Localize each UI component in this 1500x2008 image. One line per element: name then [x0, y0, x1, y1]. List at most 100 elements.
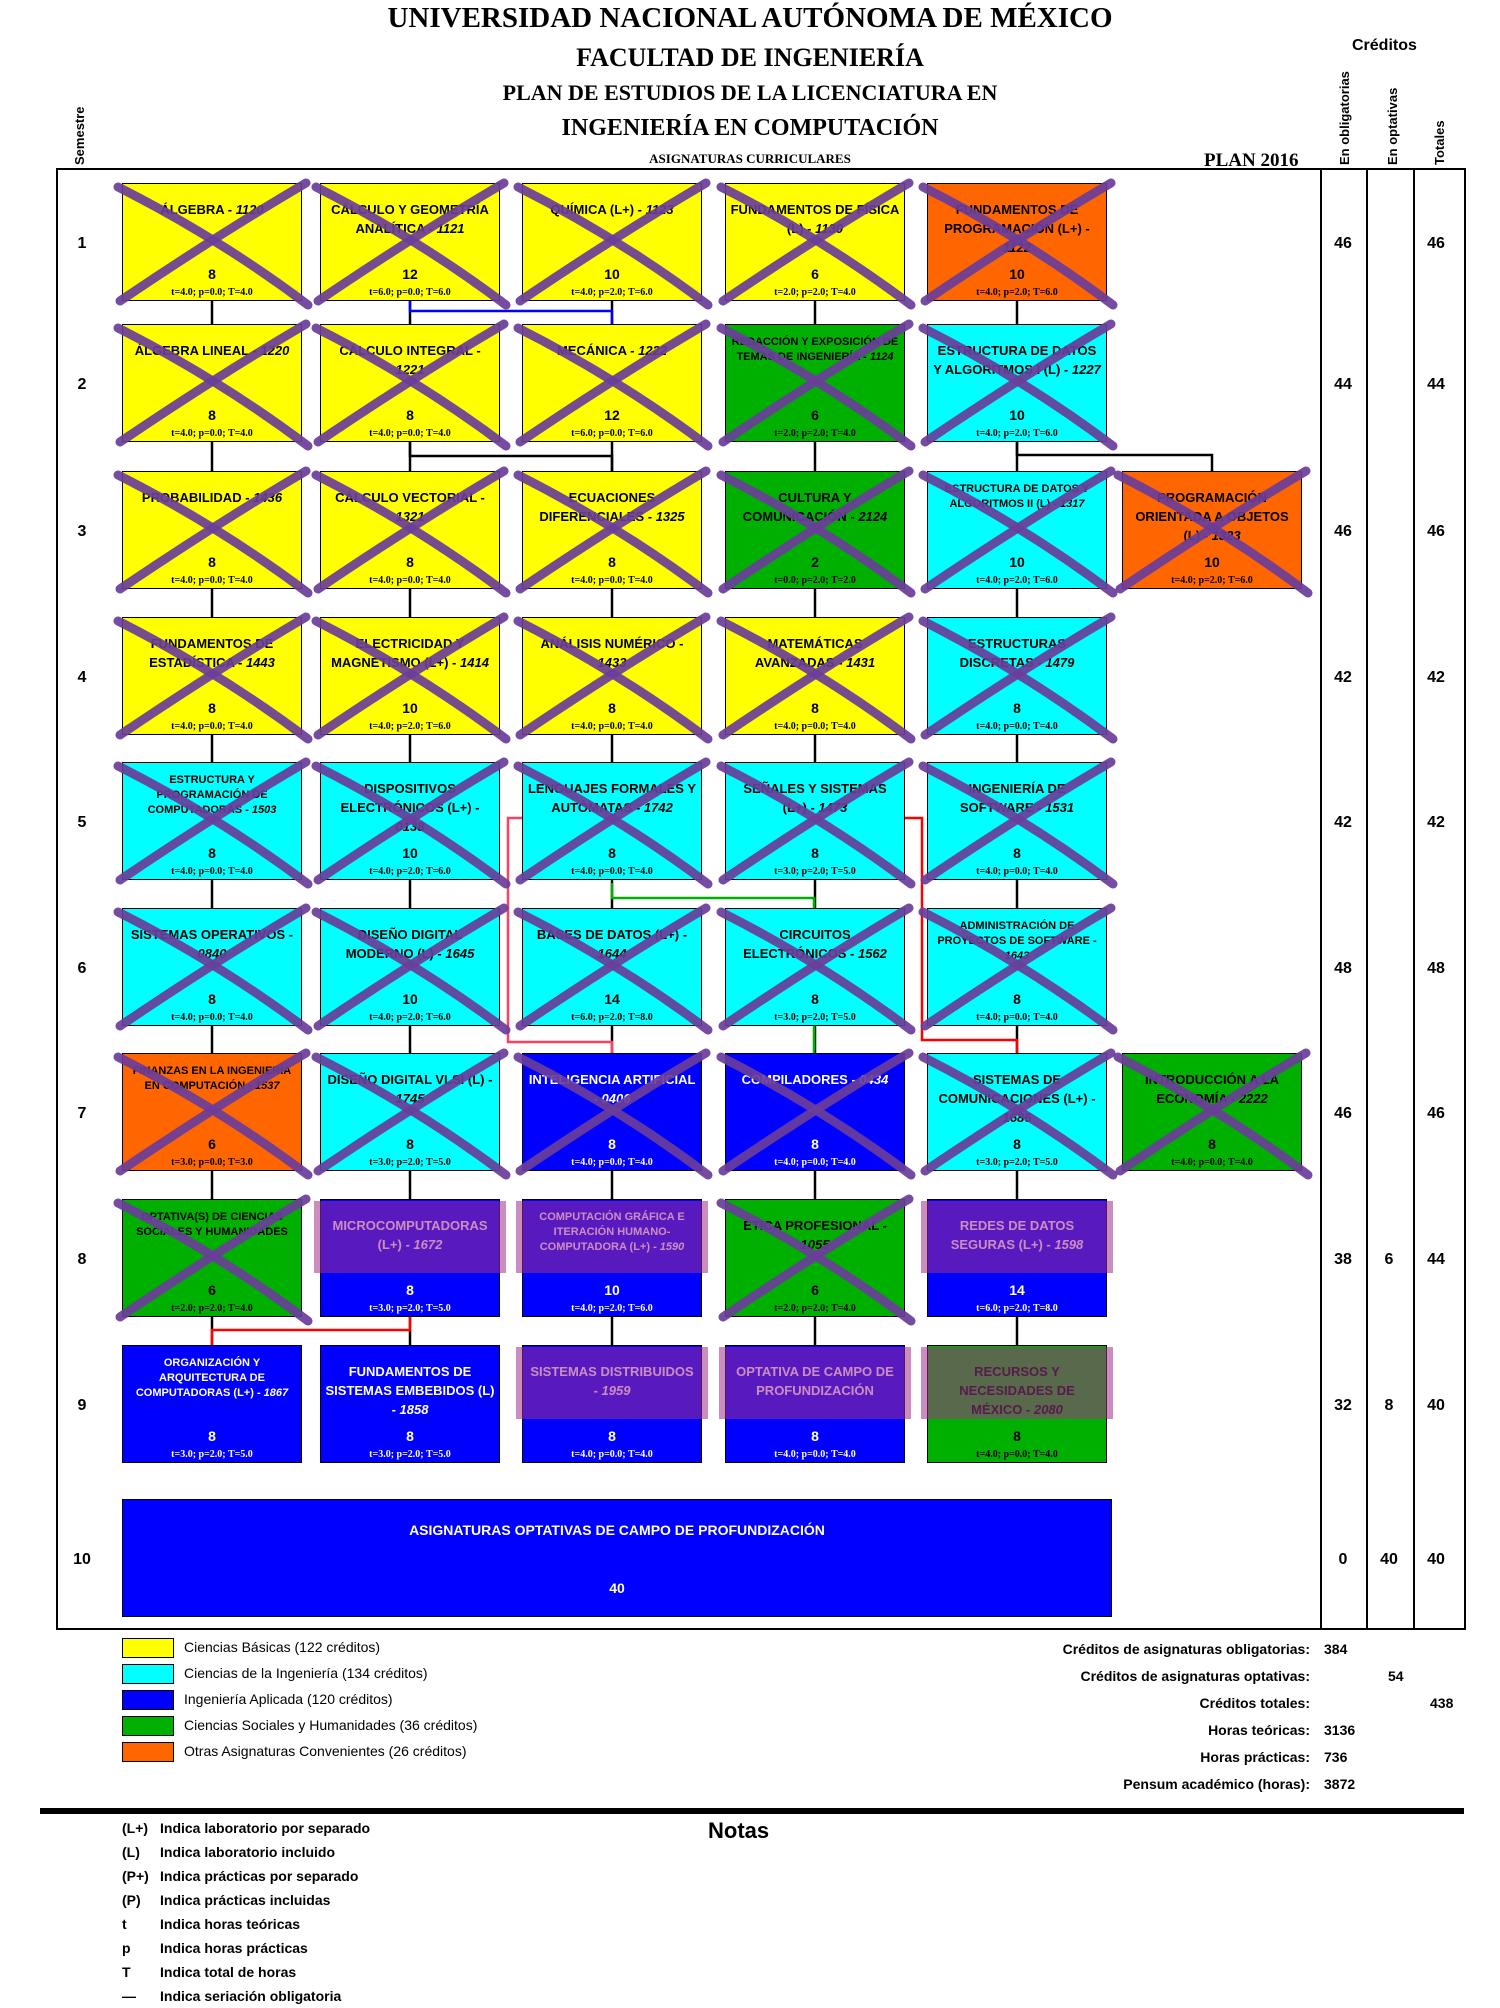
course-hours: t=4.0; p=0.0; T=4.0 [171, 1012, 253, 1023]
semester-number: 3 [77, 523, 87, 540]
cross-mark [515, 1048, 711, 1176]
seriation-line [1015, 442, 1214, 471]
course-box[interactable]: ORGANIZACIÓN Y ARQUITECTURA DE COMPUTADO… [122, 1345, 302, 1463]
totals-label: Créditos de asignaturas optativas: [1080, 1668, 1310, 1684]
credits-obligatorias: 0 [1338, 1551, 1348, 1568]
totals-label: Horas teóricas: [1208, 1722, 1310, 1738]
cross-mark [515, 319, 711, 447]
course-hours: t=4.0; p=0.0; T=4.0 [774, 1157, 856, 1168]
course-credits: 8 [1013, 1136, 1021, 1152]
course-hours: t=6.0; p=0.0; T=6.0 [369, 287, 451, 298]
course-hours: t=4.0; p=0.0; T=4.0 [976, 1012, 1058, 1023]
course-hours: t=4.0; p=0.0; T=4.0 [171, 866, 253, 877]
course-hours: t=4.0; p=0.0; T=4.0 [369, 428, 451, 439]
credits-obligatorias: 46 [1334, 523, 1352, 540]
note-symbol: (L) [122, 1844, 140, 1860]
course-hours: t=4.0; p=0.0; T=4.0 [571, 575, 653, 586]
course-hours: t=3.0; p=2.0; T=5.0 [976, 1157, 1058, 1168]
highlight-mark [516, 1201, 708, 1273]
seriation-line [408, 301, 614, 324]
cross-mark [1115, 1048, 1311, 1176]
course-name-text: PROGRAMACIÓN ORIENTADA A OBJETOS (L) [1135, 490, 1289, 543]
cross-mark [920, 903, 1116, 1031]
course-credits: 6 [811, 1282, 819, 1298]
semester-number: 10 [73, 1551, 91, 1568]
credits-obligatorias: 42 [1334, 669, 1352, 686]
course-credits: 8 [1013, 700, 1021, 716]
course-credits: 8 [1208, 1136, 1216, 1152]
university-title: UNIVERSIDAD NACIONAL AUTÓNOMA DE MÉXICO [387, 2, 1113, 34]
seriation-line [210, 1317, 412, 1345]
cross-mark [313, 178, 509, 306]
course-hours: t=6.0; p=2.0; T=8.0 [976, 1303, 1058, 1314]
legend-swatch [122, 1690, 174, 1710]
totals-value: 736 [1324, 1749, 1348, 1765]
course-credits: 8 [811, 1136, 819, 1152]
course-credits: 6 [811, 407, 819, 423]
cross-mark [115, 612, 311, 740]
totals-label: Créditos totales: [1199, 1695, 1310, 1711]
course-credits: 8 [608, 1428, 616, 1444]
cross-mark [515, 757, 711, 885]
course-credits: 12 [604, 407, 620, 423]
note-text: Indica horas teóricas [160, 1916, 301, 1932]
note-symbol: (L+) [122, 1820, 149, 1836]
course-hours: t=4.0; p=0.0; T=4.0 [976, 1449, 1058, 1460]
note-symbol: T [122, 1964, 131, 1980]
credits-obligatorias: 44 [1334, 376, 1352, 393]
course-hours: t=2.0; p=2.0; T=4.0 [774, 428, 856, 439]
semester-number: 9 [77, 1397, 87, 1414]
highlight-mark [921, 1201, 1113, 1273]
course-box[interactable]: FUNDAMENTOS DE SISTEMAS EMBEBIDOS (L) - … [320, 1345, 500, 1463]
creditos-label: Créditos [1352, 37, 1417, 54]
course-code: 2222 [1238, 1091, 1268, 1106]
course-code: 1858 [399, 1402, 429, 1417]
elective-block-name: ASIGNATURAS OPTATIVAS DE CAMPO DE PROFUN… [409, 1522, 825, 1538]
course-hours: t=4.0; p=2.0; T=6.0 [976, 575, 1058, 586]
legend-swatch [122, 1716, 174, 1736]
course-hours: t=4.0; p=2.0; T=6.0 [369, 721, 451, 732]
credits-obligatorias: 42 [1334, 814, 1352, 831]
course-hours: t=4.0; p=2.0; T=6.0 [369, 1012, 451, 1023]
semester-number: 6 [77, 960, 87, 977]
plan-title-line1: PLAN DE ESTUDIOS DE LA LICENCIATURA EN [502, 80, 998, 105]
legend-swatch [122, 1664, 174, 1684]
course-credits: 8 [1013, 1428, 1021, 1444]
course-credits: 8 [208, 1428, 216, 1444]
cross-mark [115, 1194, 311, 1322]
credits-obligatorias: 32 [1334, 1397, 1352, 1414]
course-hours: t=0.0; p=2.0; T=2.0 [774, 575, 856, 586]
course-credits: 8 [208, 554, 216, 570]
credits-totales: 44 [1427, 376, 1445, 393]
course-hours: t=3.0; p=2.0; T=5.0 [369, 1303, 451, 1314]
cross-mark [920, 612, 1116, 740]
cross-mark [313, 757, 509, 885]
credits-obligatorias: 38 [1334, 1251, 1352, 1268]
course-hours: t=6.0; p=2.0; T=8.0 [571, 1012, 653, 1023]
course-credits: 6 [208, 1136, 216, 1152]
cross-mark [718, 757, 914, 885]
course-hours: t=4.0; p=0.0; T=4.0 [774, 1449, 856, 1460]
course-name: INTRODUCCIÓN A LA ECONOMÍA - 2222 [1144, 1072, 1280, 1106]
cross-mark [313, 319, 509, 447]
plan-year: PLAN 2016 [1204, 150, 1299, 171]
cross-mark [313, 466, 509, 594]
course-hours: t=2.0; p=2.0; T=4.0 [774, 1303, 856, 1314]
cross-mark [115, 466, 311, 594]
course-hours: t=4.0; p=0.0; T=4.0 [571, 1157, 653, 1168]
cross-mark [115, 903, 311, 1031]
course-code: 1431 [846, 655, 876, 670]
course-hours: t=4.0; p=0.0; T=4.0 [774, 721, 856, 732]
curriculum-frame [56, 168, 1466, 1630]
highlight-mark [516, 1347, 708, 1419]
credits-totales: 42 [1427, 669, 1445, 686]
semester-number: 1 [77, 235, 87, 252]
cross-mark [313, 1048, 509, 1176]
cross-mark [718, 903, 914, 1031]
course-credits: 8 [811, 991, 819, 1007]
cross-mark [1115, 466, 1311, 594]
cross-mark [718, 612, 914, 740]
seriation-line [408, 442, 614, 471]
legend-label: Ciencias de la Ingeniería (134 créditos) [184, 1665, 428, 1681]
